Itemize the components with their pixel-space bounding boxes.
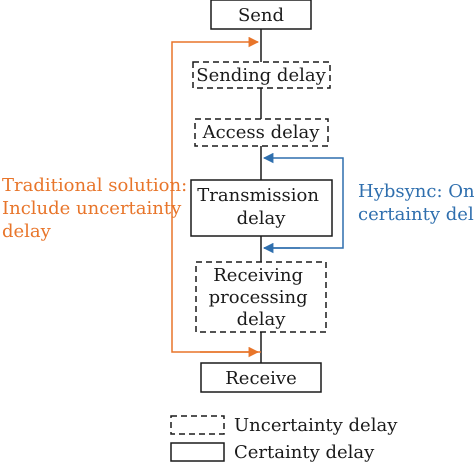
transmission-delay-box	[190, 179, 333, 237]
access-delay-box	[194, 118, 329, 147]
receive-box	[200, 362, 322, 393]
receiving-processing-delay-label: Receiving processing delay	[209, 265, 314, 330]
receive-label: Receive	[225, 368, 297, 389]
hybsync-annotation: Hybsync: Only certainty delay	[358, 181, 474, 225]
receiving-processing-delay-box	[195, 261, 327, 333]
legend-certainty-swatch	[170, 442, 225, 462]
transmission-delay-label: Transmission delay	[197, 185, 324, 229]
legend-uncertainty-swatch	[170, 415, 225, 435]
send-label: Send	[238, 5, 284, 26]
hybsync-loop-arrow	[262, 152, 344, 249]
access-delay-label: Access delay	[202, 122, 321, 143]
sending-delay-box	[192, 61, 331, 89]
legend-certainty-label: Certainty delay	[234, 442, 375, 463]
traditional-solution-annotation: Traditional solution: Include uncertaint…	[2, 175, 193, 242]
legend: Uncertainty delay Certainty delay	[170, 415, 398, 463]
sending-delay-label: Sending delay	[196, 65, 326, 86]
send-box	[210, 0, 312, 30]
legend-uncertainty-label: Uncertainty delay	[234, 415, 398, 436]
